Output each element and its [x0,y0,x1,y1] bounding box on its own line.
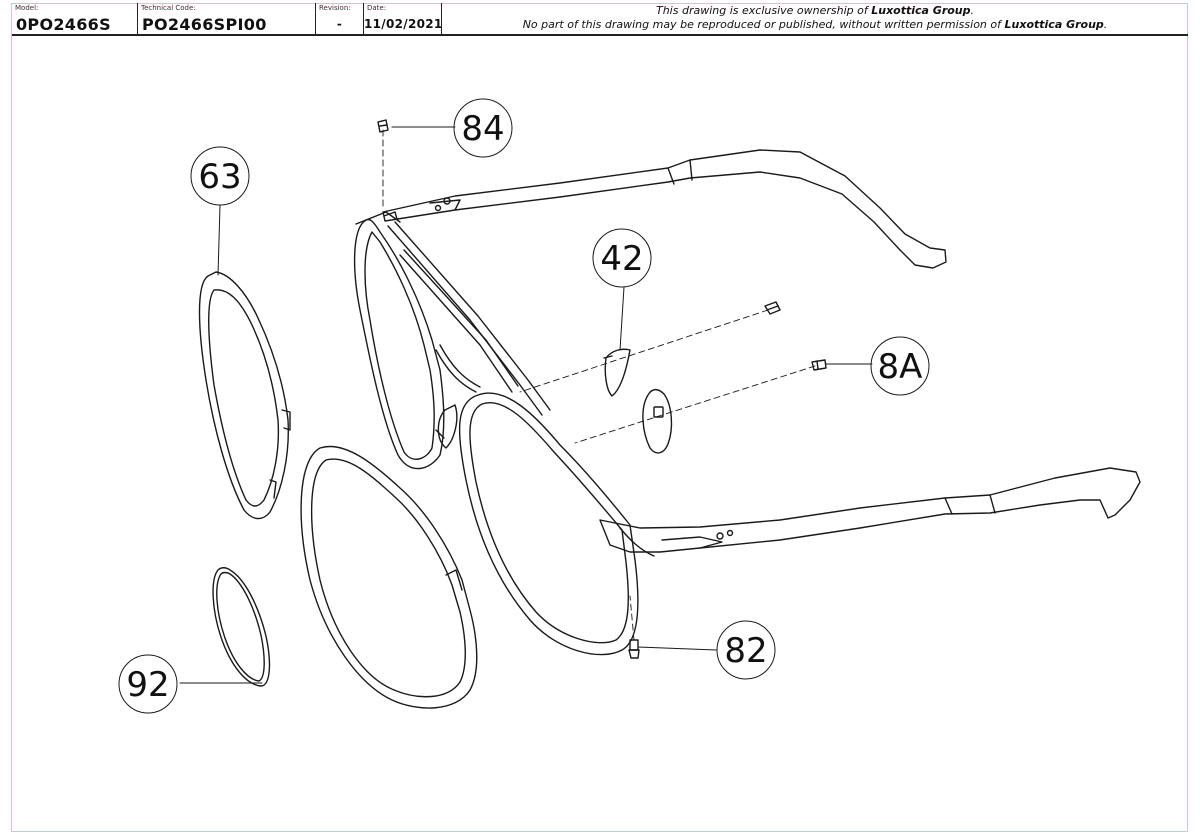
technical-code-label: Technical Code: [141,4,196,12]
callout-8a: 8A [870,336,930,396]
temple-upper [382,149,947,269]
bridge [387,221,551,416]
callout-82: 82 [716,620,776,680]
date-value: 11/02/2021 [364,17,443,31]
callout-label: 84 [461,109,504,149]
model-label: Model: [15,4,39,12]
notice-line-2: No part of this drawing may be reproduce… [522,18,1108,31]
technical-code-value: PO2466SPI00 [142,15,267,34]
callout-42: 42 [592,228,652,288]
callout-label: 82 [724,631,767,671]
leader-lines [179,126,873,684]
screw-8a [811,359,827,371]
date-label: Date: [367,4,387,12]
ownership-notice: This drawing is exclusive ownership of L… [442,3,1188,35]
screw-42 [764,301,781,315]
date-cell: Date: 11/02/2021 [364,3,442,34]
screw-82 [628,639,640,659]
callout-label: 92 [126,665,169,705]
technical-code-cell: Technical Code: PO2466SPI00 [138,3,316,34]
lens-left-63 [198,271,291,520]
lens-right [300,445,478,709]
gasket-92 [212,567,271,687]
nose-pad-arm [603,348,631,397]
revision-cell: Revision: - [316,3,364,34]
callout-84: 84 [453,98,513,158]
revision-value: - [336,17,343,31]
drawing-border [11,3,1188,832]
nose-pad [642,388,673,454]
screw-84 [377,119,389,133]
temple-lower [599,467,1141,557]
notice-line-1: This drawing is exclusive ownership of L… [655,4,975,17]
front-rim-right [435,392,639,656]
front-rim-left [353,211,445,470]
callout-label: 8A [878,347,923,387]
callout-92: 92 [118,654,178,714]
callout-label: 42 [600,239,643,279]
model-value: 0PO2466S [16,15,111,34]
model-cell: Model: 0PO2466S [12,3,138,34]
title-block: Model: 0PO2466S Technical Code: PO2466SP… [12,3,1188,36]
assembly-lines [382,129,816,641]
callout-63: 63 [190,146,250,206]
callout-label: 63 [198,157,241,197]
revision-label: Revision: [319,4,351,12]
